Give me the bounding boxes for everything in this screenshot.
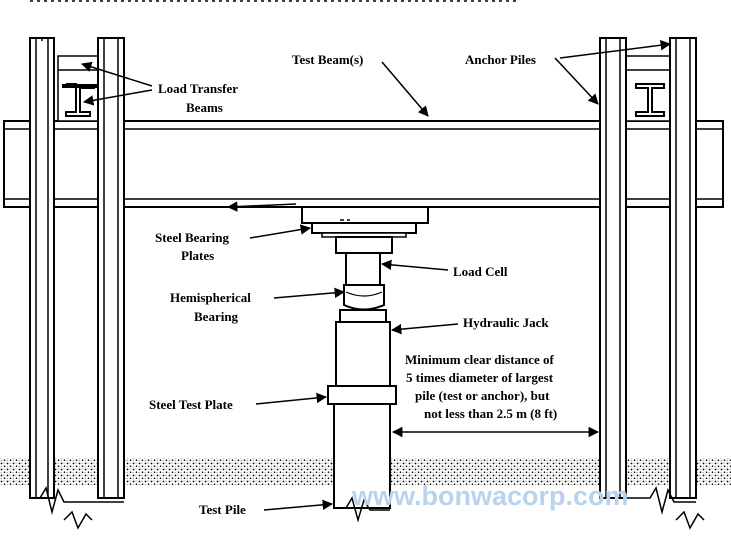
label-clear-distance-1: Minimum clear distance of: [405, 352, 555, 367]
label-steel-bearing-1: Steel Bearing: [155, 230, 230, 245]
label-hemispherical-1: Hemispherical: [170, 290, 251, 305]
left-load-transfer-beam: [57, 55, 103, 122]
label-anchor-piles: Anchor Piles: [465, 52, 536, 67]
label-load-transfer-1: Load Transfer: [158, 81, 238, 96]
label-hydraulic-jack: Hydraulic Jack: [463, 315, 549, 330]
jack-ram: [339, 309, 387, 323]
jack-assembly: [301, 206, 429, 523]
label-test-beams: Test Beam(s): [292, 52, 363, 67]
left-anchor-piles: [29, 37, 125, 530]
right-load-transfer-beam: [625, 55, 673, 122]
bearing-plate-2: [311, 222, 417, 234]
label-clear-distance-2: 5 times diameter of largest: [406, 370, 554, 385]
leader-arrows: [80, 39, 672, 511]
label-load-transfer-2: Beams: [186, 100, 223, 115]
label-clear-distance-3: pile (test or anchor), but: [415, 388, 550, 403]
load-cell-cap: [335, 236, 393, 254]
label-load-cell: Load Cell: [453, 264, 508, 279]
label-hemispherical-2: Bearing: [194, 309, 239, 324]
bearing-plate-1: [301, 206, 429, 224]
steel-test-plate: [327, 385, 397, 405]
jack-cylinder: [335, 321, 391, 387]
label-clear-distance-4: not less than 2.5 m (8 ft): [424, 406, 557, 421]
watermark: www.bonwacorp.com: [351, 481, 629, 511]
hemispherical-bearing: [343, 284, 385, 311]
test-pile: [333, 403, 391, 509]
label-test-pile: Test Pile: [199, 502, 246, 517]
load-cell-body: [345, 252, 381, 286]
right-anchor-piles: [599, 37, 705, 530]
label-steel-test-plate: Steel Test Plate: [149, 397, 233, 412]
label-steel-bearing-2: Plates: [181, 248, 214, 263]
